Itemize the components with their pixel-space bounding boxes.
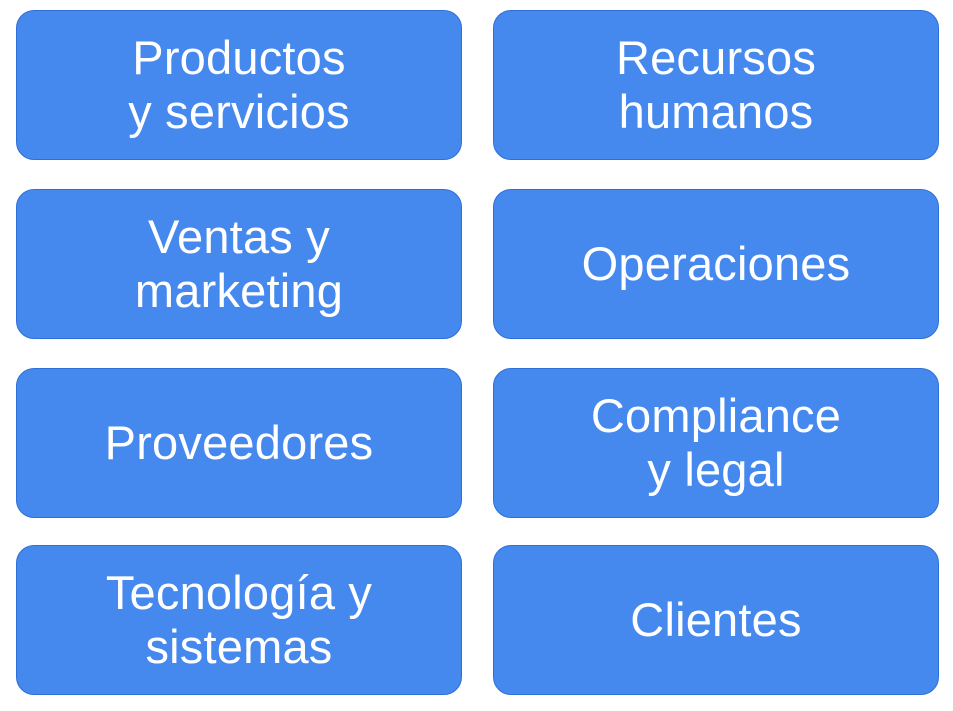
tile-productos-servicios[interactable]: Productos y servicios	[16, 10, 462, 160]
tile-operaciones[interactable]: Operaciones	[493, 189, 939, 339]
tile-label: Clientes	[630, 593, 802, 646]
tile-proveedores[interactable]: Proveedores	[16, 368, 462, 518]
tile-recursos-humanos[interactable]: Recursos humanos	[493, 10, 939, 160]
tile-label: Ventas y marketing	[134, 210, 344, 317]
tile-tecnologia-sistemas[interactable]: Tecnología y sistemas	[16, 545, 462, 695]
tile-label: Compliance y legal	[590, 389, 842, 496]
tile-compliance-legal[interactable]: Compliance y legal	[493, 368, 939, 518]
tile-label: Productos y servicios	[128, 31, 350, 138]
tile-label: Proveedores	[104, 416, 374, 469]
tile-label: Recursos humanos	[615, 31, 817, 138]
tile-label: Tecnología y sistemas	[105, 566, 373, 673]
tile-clientes[interactable]: Clientes	[493, 545, 939, 695]
tile-ventas-marketing[interactable]: Ventas y marketing	[16, 189, 462, 339]
tile-label: Operaciones	[581, 237, 851, 290]
